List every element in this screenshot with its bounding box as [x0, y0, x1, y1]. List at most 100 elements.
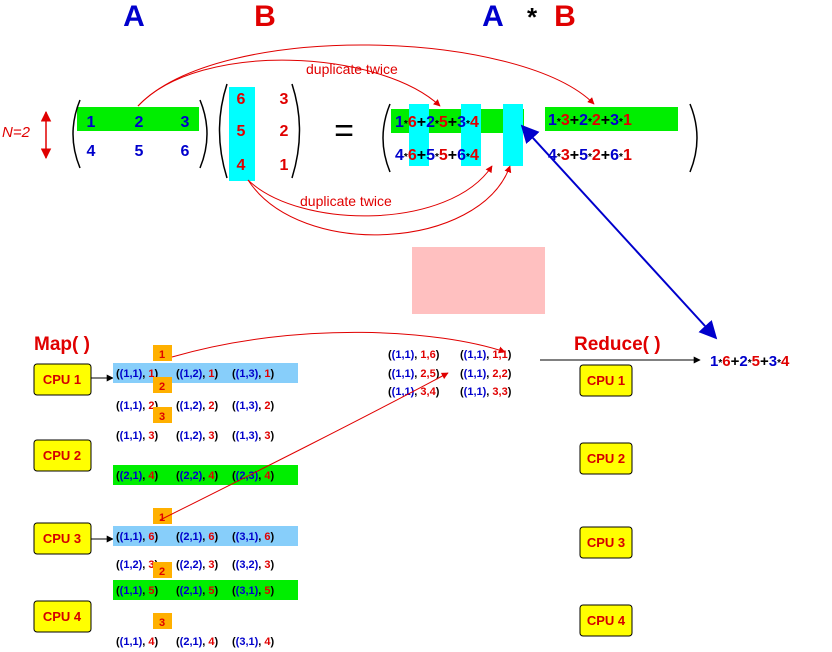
grouped-pair: ((1,1), 1,1): [460, 349, 512, 361]
matrix-b-cell: 6: [237, 91, 246, 108]
map-row: 2((1,1), 5)((2,1), 5)((3,1), 5): [113, 562, 298, 600]
result-cyan-col-2: [461, 104, 481, 166]
grouped-pair: ((1,1), 3,4): [388, 386, 440, 398]
map-row-badge-text: 1: [159, 512, 165, 524]
mapper-cpu-4-label: CPU 4: [43, 609, 82, 624]
matrix-a-cell: 1: [87, 114, 96, 131]
result-cell: 1*3+2*2+3*1: [548, 112, 632, 129]
map-row-badge: [153, 508, 172, 524]
map-row-badge-text: 3: [159, 411, 165, 423]
kv-pair: ((3,2), 3): [232, 559, 275, 571]
kv-pair: ((1,1), 4): [116, 636, 159, 648]
kv-pair: ((1,1), 6): [116, 531, 159, 543]
kv-pair: ((2,1), 5): [176, 585, 219, 597]
result-cyan-col-3: [503, 104, 523, 166]
label-product-b: B: [554, 0, 576, 33]
reducer-cpu-2: CPU 2: [579, 442, 633, 475]
grouped-pairs: ((1,1), 1,6) ((1,1), 1,1) ((1,1), 2,5) ((1,…: [388, 349, 512, 398]
matrix-a-cell: 3: [181, 114, 190, 131]
matrix-b-left-paren: [218, 83, 228, 179]
map-row-badge-text: 2: [159, 381, 165, 393]
duplicate-arc-bottom-1: [247, 165, 493, 217]
kv-pair: ((3,1), 4): [232, 636, 275, 648]
mapper-cpu-1-label: CPU 1: [43, 372, 81, 387]
matrix-a-right-paren: [199, 99, 208, 169]
matrix-b-cell: 5: [237, 123, 246, 140]
reduce-title: Reduce( ): [574, 334, 661, 355]
duplicate-label-bottom: duplicate twice: [300, 193, 392, 209]
matrix-a-cell: 4: [87, 143, 96, 160]
result-link-arrow: [520, 124, 718, 340]
route-arrow-1: [171, 331, 506, 358]
grouped-pair: ((1,1), 2,5): [388, 368, 440, 380]
grouped-pair: ((1,1), 3,3): [460, 386, 512, 398]
grouped-pair: ((1,1), 2,2): [460, 368, 512, 380]
kv-pair: ((2,1), 4): [176, 636, 219, 648]
result-cyan-col-1: [409, 104, 429, 166]
kv-pair: ((1,2), 3): [176, 430, 219, 442]
map-title: Map( ): [34, 334, 90, 355]
kv-pair: ((1,1), 3): [116, 430, 159, 442]
map-row: 1((1,1), 6)((2,1), 6)((3,1), 6): [113, 508, 298, 546]
map-row: 3((1,1), 4) ((2,1), 4) ((3,1), 4): [116, 613, 275, 648]
kv-pair: ((2,1), 4): [116, 470, 159, 482]
kv-pair: ((1,2), 3): [116, 559, 159, 571]
mapper-cpu-2-label: CPU 2: [43, 448, 81, 463]
reducer-cpu-3-label: CPU 3: [587, 535, 625, 550]
map-row: 1((1,1), 1)((1,2), 1)((1,3), 1): [113, 345, 298, 383]
result-right-paren: [689, 103, 698, 173]
map-row-badge: [153, 613, 172, 629]
mapper-cpu-4: CPU 4: [33, 600, 92, 633]
mapper-cpu-2: CPU 2: [33, 439, 92, 472]
reducer-cpu-3: CPU 3: [579, 526, 633, 559]
map-row: 3((1,1), 3)((1,2), 3)((1,3), 3): [116, 407, 275, 442]
result-cell: 1*6+2*5+3*4: [395, 114, 479, 131]
route-arrow-2: [159, 372, 449, 521]
kv-pair: ((1,1), 5): [116, 585, 159, 597]
mapper-cpu-1: CPU 1: [33, 363, 92, 396]
result-cell: 4*6+5*5+6*4: [395, 147, 479, 164]
label-product-a: A: [482, 0, 504, 33]
matrix-b-cell: 4: [237, 157, 246, 174]
kv-pair: ((1,2), 1): [176, 368, 219, 380]
result-left-paren: [382, 103, 391, 173]
label-matrix-a: A: [123, 0, 145, 33]
grouped-pair: ((1,1), 1,6): [388, 349, 440, 361]
matrix-b-cell: 3: [280, 91, 289, 108]
map-row-highlight: [113, 580, 298, 600]
matrix-b-col-highlight: [229, 87, 255, 181]
duplicate-arc-top-2: [137, 44, 595, 107]
pink-placeholder-box: [412, 247, 545, 314]
kv-pair: ((1,2), 2): [176, 400, 219, 412]
matrix-b-cell: 1: [280, 157, 289, 174]
mapper-cpu-3: CPU 3: [33, 522, 92, 555]
map-row-badge-text: 3: [159, 617, 165, 629]
map-row-badge: [153, 562, 172, 578]
map-row: ((1,2), 3) ((2,2), 3) ((3,2), 3): [116, 559, 275, 571]
reducer-cpu-4-label: CPU 4: [587, 613, 626, 628]
label-product-star: *: [527, 2, 538, 32]
map-row-badge: [153, 377, 172, 393]
map-row-highlight: [113, 526, 298, 546]
kv-pair: ((1,3), 1): [232, 368, 275, 380]
result-expression: 1*6+2*5+3*4: [710, 353, 790, 370]
matrix-a-cell: 6: [181, 143, 190, 160]
kv-pair: ((2,2), 3): [176, 559, 219, 571]
kv-pair: ((2,2), 4): [176, 470, 219, 482]
kv-pair: ((3,1), 5): [232, 585, 275, 597]
matrix-a-cell: 5: [135, 143, 144, 160]
duplicate-arc-top-1: [137, 59, 441, 107]
reducer-cpu-1-label: CPU 1: [587, 373, 625, 388]
map-row: ((2,1), 4)((2,2), 4)((2,3), 4): [113, 465, 298, 485]
map-row-highlight: [113, 465, 298, 485]
label-matrix-b: B: [254, 0, 276, 33]
kv-pair: ((1,3), 2): [232, 400, 275, 412]
reducer-cpu-1: CPU 1: [579, 364, 633, 397]
mapper-cpu-3-label: CPU 3: [43, 531, 81, 546]
n-label: N=2: [2, 124, 31, 141]
kv-pair: ((1,1), 1): [116, 368, 159, 380]
map-output-rows: 1 ((1,1), 1) ((1,2), 1) ((1,3), 1) 2 ((1,1), …: [113, 345, 298, 648]
